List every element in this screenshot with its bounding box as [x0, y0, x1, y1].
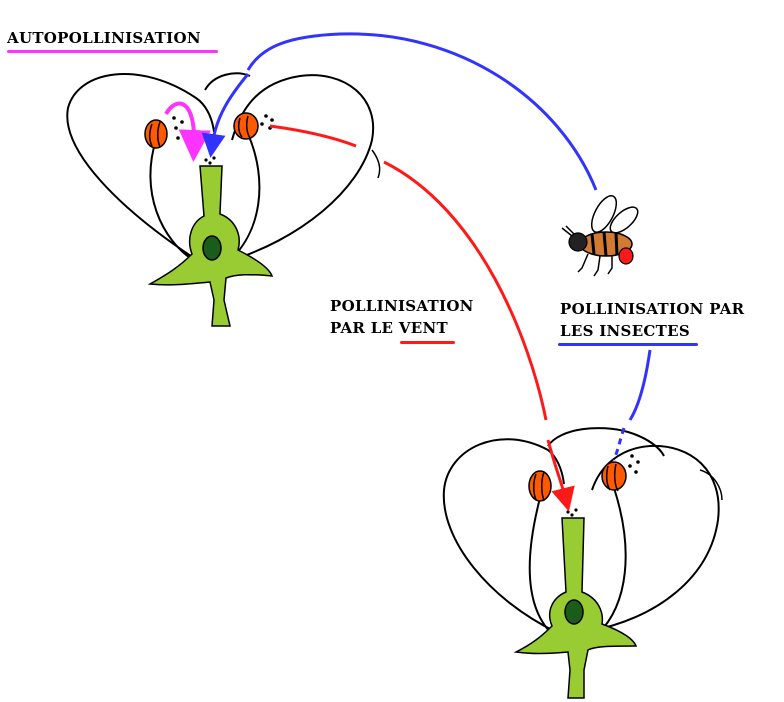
insect-pollination-arrow [246, 32, 598, 191]
insect-label-line1: POLLINISATION PAR [560, 300, 745, 318]
autopollination-label: AUTOPOLLINISATION [7, 27, 201, 49]
petal-right [225, 74, 375, 263]
insect-arrow-head [201, 73, 250, 158]
ovule [564, 599, 584, 625]
wind-arrow-head [546, 439, 575, 512]
wind-underline [400, 341, 455, 344]
autopollination-underline [7, 50, 218, 53]
anther-icon [233, 112, 259, 140]
wind-arrow-segment [269, 124, 357, 148]
petal-left [442, 438, 565, 633]
wind-label-line2: PAR LE VENT [330, 319, 448, 337]
petal-right [585, 444, 720, 633]
self-pollination-arrow [164, 101, 211, 162]
flower-bottom-right [442, 427, 723, 699]
anther-icon [144, 119, 168, 149]
insect-arrow-dashed [612, 427, 626, 461]
insect-underline [558, 343, 698, 346]
bee-icon [561, 195, 639, 277]
ovule [202, 235, 222, 261]
insect-pollination-label: POLLINISATION PAR LES INSECTES [560, 298, 744, 342]
flower-top-left [66, 72, 381, 327]
anther-icon [601, 461, 627, 492]
wind-label-line1: POLLINISATION [330, 297, 474, 315]
insect-label-line2: LES INSECTES [560, 322, 690, 340]
autopollination-text: AUTOPOLLINISATION [7, 29, 201, 47]
anther-icon [528, 470, 552, 502]
wind-pollination-label: POLLINISATION PAR LE VENT [330, 295, 474, 339]
petal-left [66, 73, 215, 263]
insect-arrow-lower [628, 349, 652, 421]
wind-pollination-arrow [383, 160, 548, 421]
